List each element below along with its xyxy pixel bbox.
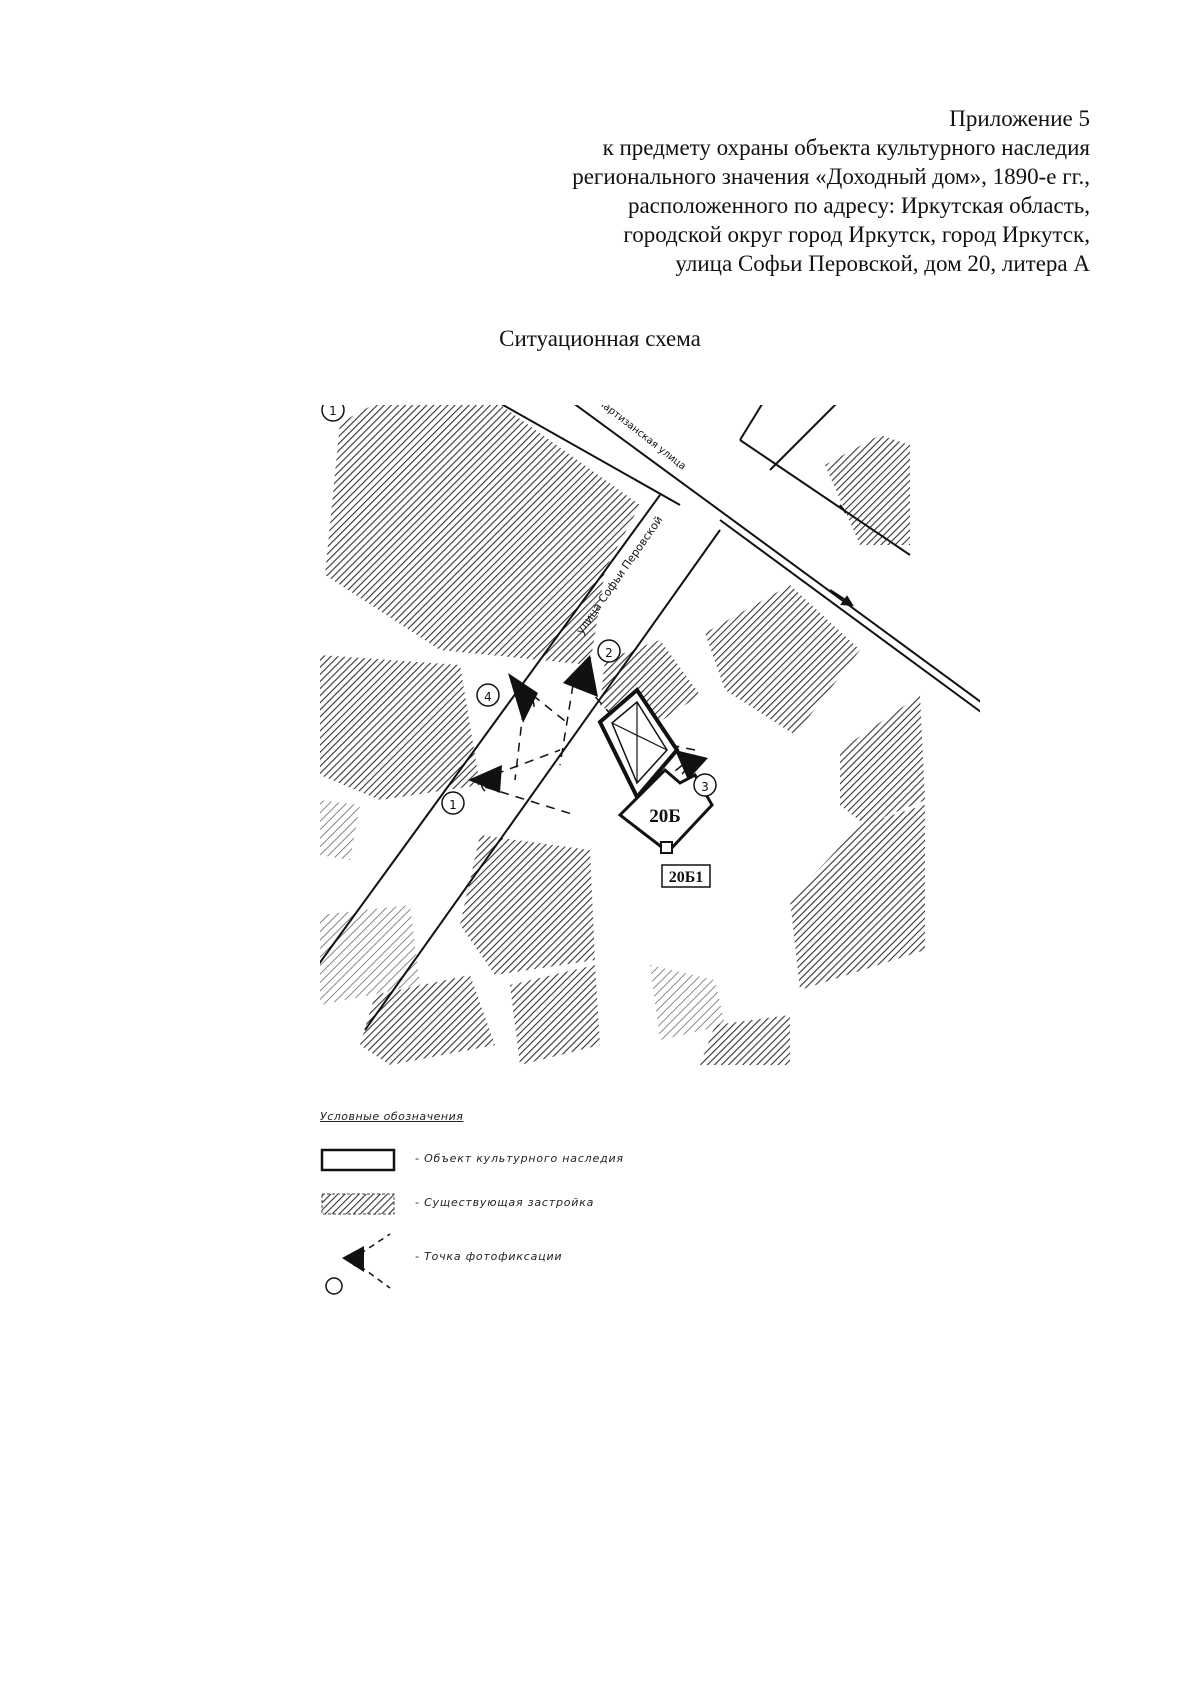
building-20b1-label: 20Б1 [669, 869, 704, 886]
legend-row-photo: - Точка фотофиксации [320, 1233, 820, 1295]
legend-existing-text: - Существующая застройка [415, 1196, 595, 1209]
building-block [325, 405, 640, 665]
legend-photo-text: - Точка фотофиксации [415, 1250, 563, 1263]
appendix-header: Приложение 5 к предмету охраны объекта к… [390, 104, 1090, 278]
header-line: Приложение 5 [949, 106, 1090, 131]
header-line: регионального значения «Доходный дом», 1… [572, 164, 1090, 189]
building-block [700, 1015, 790, 1065]
building-20b1-tag: 20Б1 [661, 864, 711, 888]
photo-point-3: 3 [675, 750, 717, 797]
building-block [510, 965, 600, 1065]
building-block [840, 695, 925, 825]
legend-title: Условные обозначения [320, 1110, 464, 1123]
photo-point-2: 2 [563, 639, 621, 697]
building-block [705, 585, 860, 735]
header-line: городской округ город Иркутск, город Ирк… [623, 222, 1090, 247]
street-label-partizanskaya: Партизанская улица [595, 405, 688, 472]
header-line: к предмету охраны объекта культурного на… [602, 135, 1090, 160]
building-20b-label: 20Б [649, 806, 681, 827]
existing-buildings [320, 405, 925, 1065]
photo-point-label: 4 [484, 690, 492, 704]
building-block [790, 805, 925, 990]
building-block [460, 835, 595, 975]
legend-row-existing: - Существующая застройка [320, 1190, 820, 1230]
legend-heritage-text: - Объект культурного наследия [415, 1152, 624, 1165]
legend-heritage-symbol [320, 1148, 396, 1172]
scheme-title: Ситуационная схема [499, 326, 701, 351]
header-line: расположенного по адресу: Иркутская обла… [627, 193, 1090, 218]
building-block [320, 655, 480, 800]
legend: Условные обозначения - Объект культурног… [320, 1110, 820, 1310]
building-block [320, 800, 360, 860]
building-block [650, 965, 725, 1040]
legend-existing-symbol [321, 1193, 395, 1215]
map-marks [829, 504, 854, 607]
heritage-object [597, 687, 680, 801]
building-block [320, 905, 420, 1005]
legend-photo-symbol [325, 1233, 391, 1295]
legend-row-heritage: - Объект культурного наследия [320, 1144, 820, 1184]
photo-point-1: 1 [441, 765, 502, 815]
corner-point: 1 [321, 405, 345, 422]
building-20b: 20Б [617, 767, 714, 855]
photo-point-label: 3 [701, 780, 709, 794]
corner-point-label: 1 [329, 405, 337, 418]
header-line: улица Софьи Перовской, дом 20, литера А [675, 251, 1090, 276]
photo-point-4: 4 [476, 673, 538, 723]
photo-point-label: 2 [605, 646, 613, 660]
photo-point-label: 1 [449, 798, 457, 812]
building-block [360, 975, 495, 1065]
situation-map: 20Б 20Б1 4 2 [320, 405, 980, 1065]
streets [320, 405, 980, 1031]
building-block [825, 435, 910, 545]
